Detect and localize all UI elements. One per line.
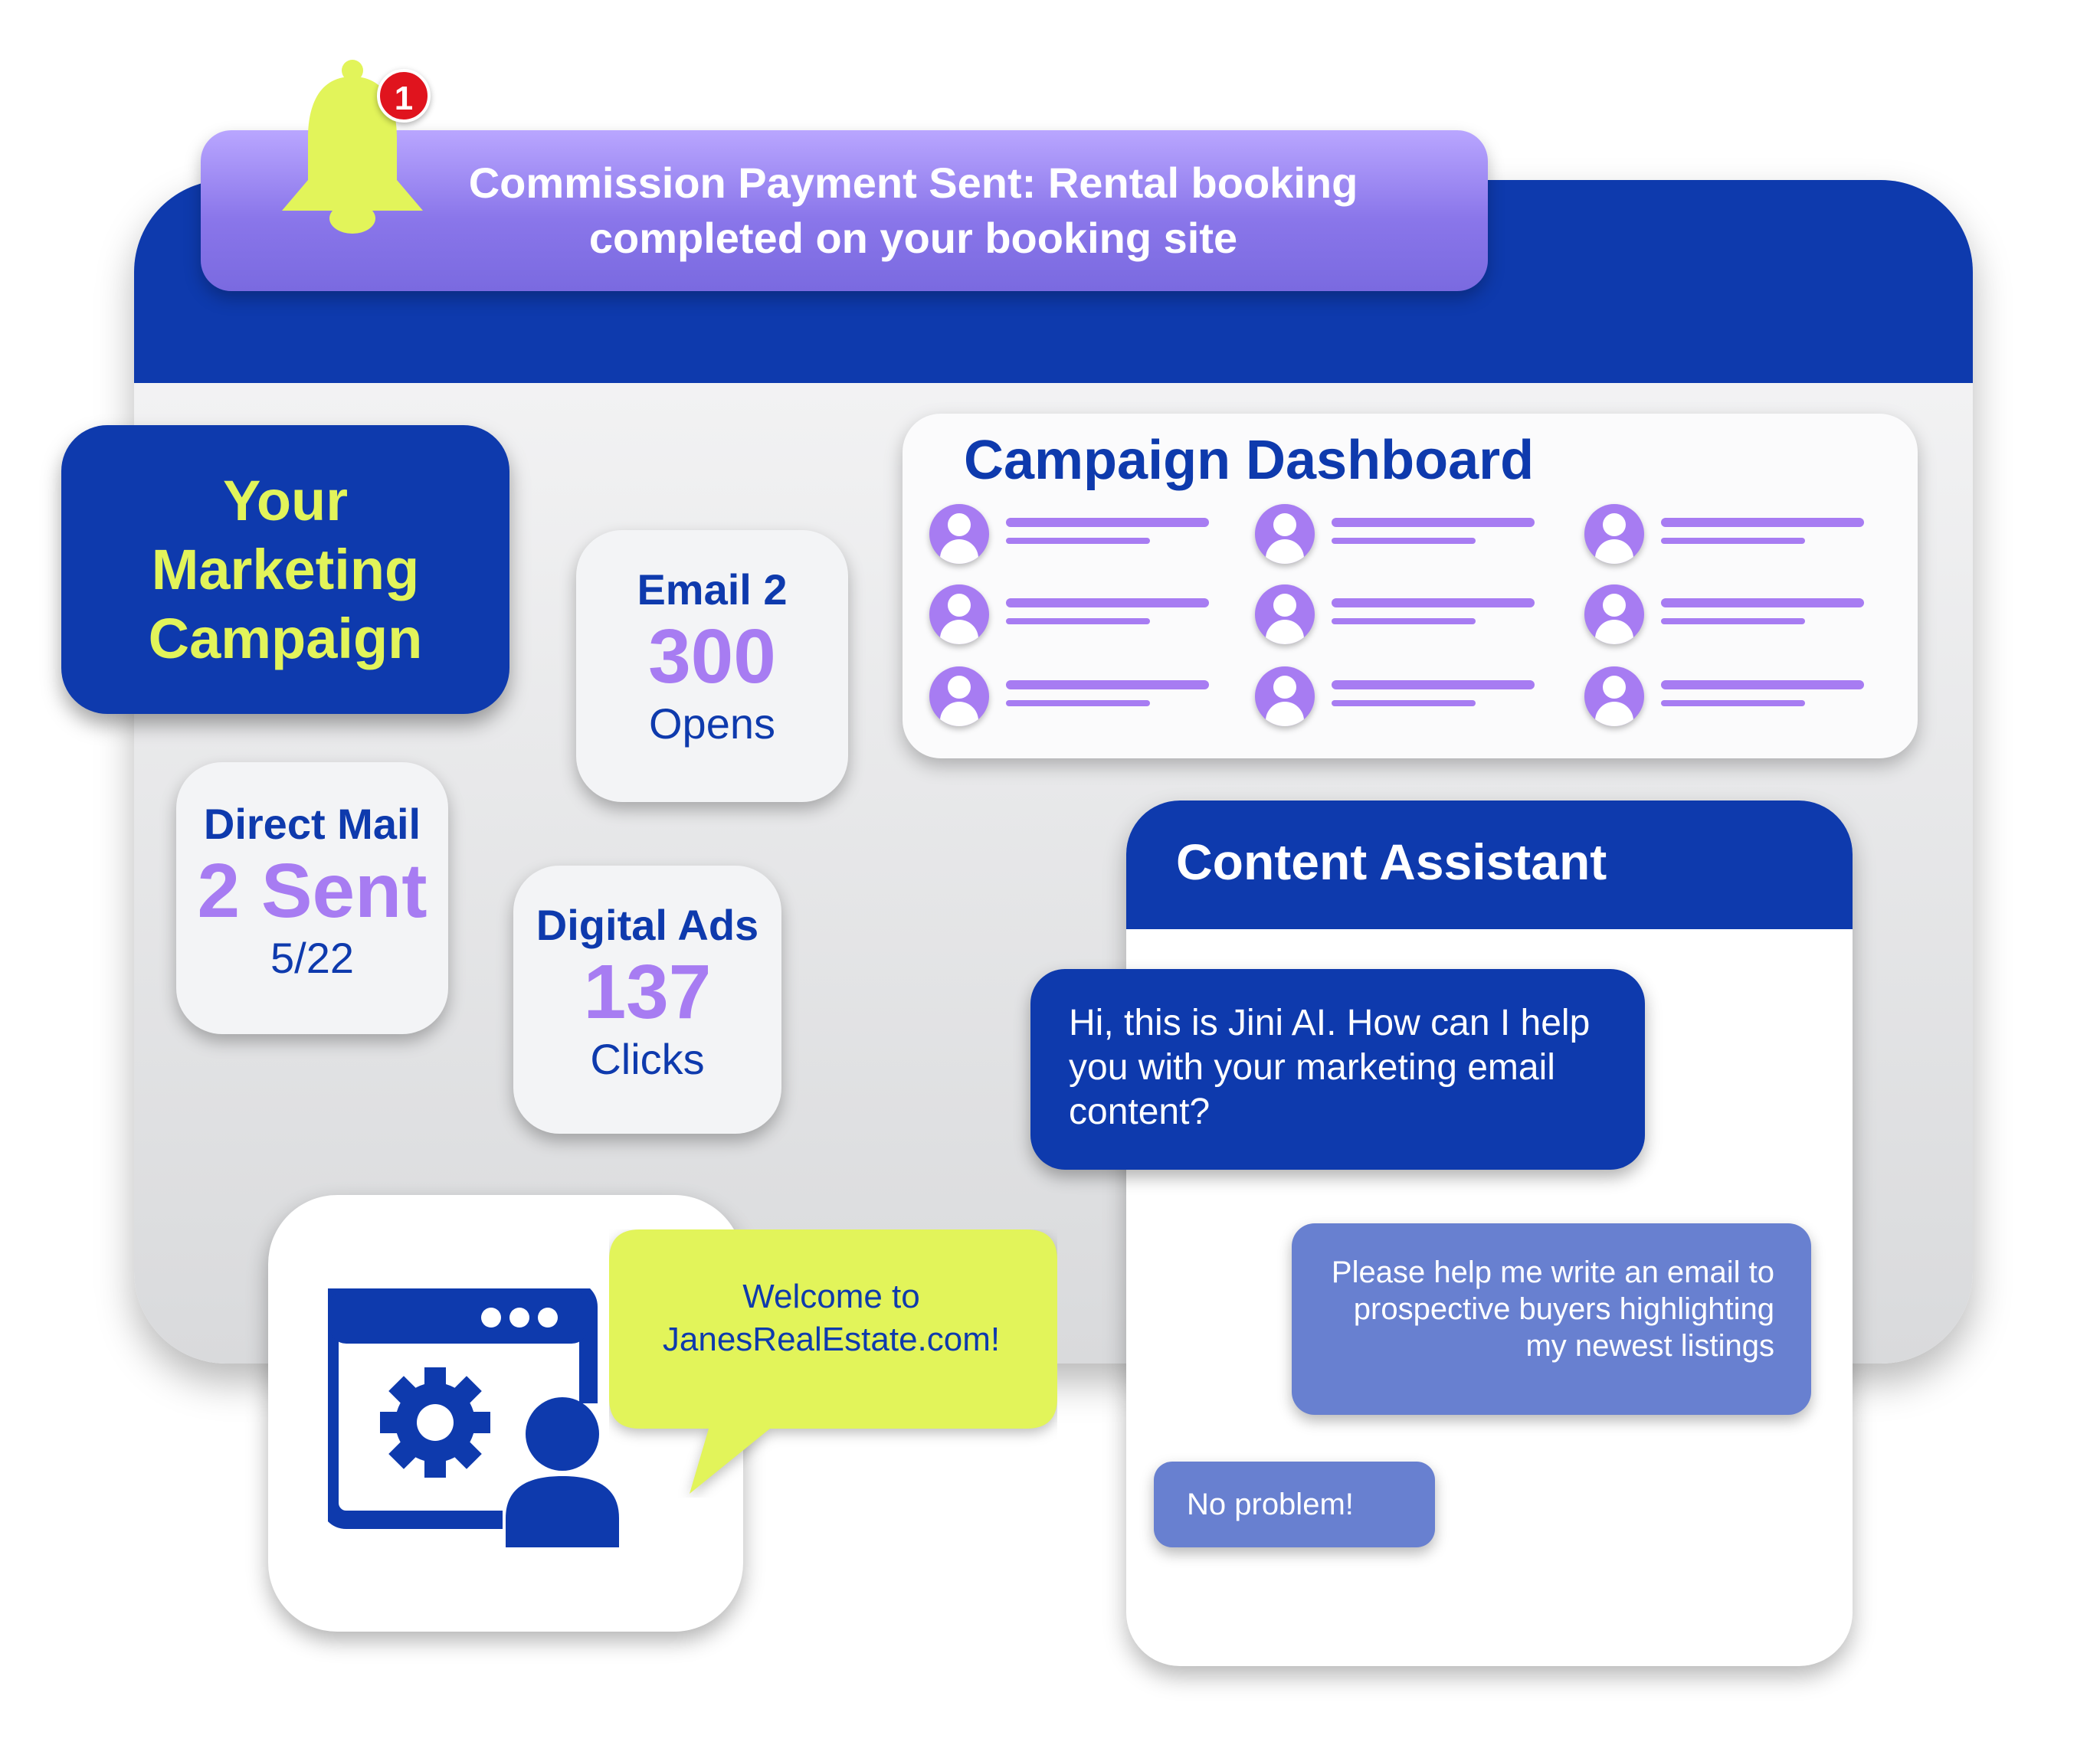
user-avatar-icon [1584,584,1644,644]
assistant-title: Content Assistant [1126,800,1853,929]
placeholder-line [1006,518,1209,527]
ads-stat-value: 137 [583,949,712,1035]
placeholder-line [1661,518,1864,527]
reply-message-bubble: No problem! [1154,1462,1435,1547]
campaign-dashboard-panel[interactable]: Campaign Dashboard [903,414,1918,758]
placeholder-line [1332,598,1535,607]
email-stat-sub: Opens [649,699,775,748]
dashboard-contact-row[interactable] [1584,666,1891,735]
ads-stat-label: Digital Ads [536,901,759,949]
direct-mail-stat-card[interactable]: Direct Mail 2 Sent 5/22 [176,762,448,1034]
user-avatar-icon [1255,666,1315,726]
placeholder-line [1006,680,1209,689]
dashboard-contact-row[interactable] [1255,584,1561,653]
dashboard-contact-row[interactable] [1584,504,1891,573]
ai-message-bubble: Hi, this is Jini AI. How can I help you … [1030,969,1645,1170]
dashboard-contact-row[interactable] [929,584,1236,653]
dashboard-title: Campaign Dashboard [964,430,1535,491]
user-avatar-icon [1255,584,1315,644]
placeholder-line [1006,538,1150,544]
notification-badge: 1 [377,69,431,123]
email-stat-value: 300 [648,614,776,699]
email-stat-card[interactable]: Email 2 300 Opens [576,530,848,802]
user-icon [503,1397,619,1549]
browser-settings-icon [328,1288,619,1549]
ads-stat-sub: Clicks [590,1035,705,1083]
user-message-line: prospective buyers highlighting [1353,1292,1774,1326]
user-avatar-icon [1584,666,1644,726]
email-stat-label: Email 2 [637,565,788,614]
placeholder-line [1661,598,1864,607]
notification-text: Commission Payment Sent: Rental booking … [469,156,1358,266]
mail-stat-sub: 5/22 [270,934,354,982]
campaign-title-line-2: Marketing [151,537,420,601]
user-avatar-icon [1255,504,1315,564]
notification-line-1: Commission Payment Sent: Rental booking [468,159,1358,207]
dashboard-contact-row[interactable] [1584,584,1891,653]
marketing-campaign-card[interactable]: Your Marketing Campaign [61,425,509,714]
user-avatar-icon [929,584,989,644]
dashboard-contact-row[interactable] [929,666,1236,735]
welcome-line-2: JanesRealEstate.com! [662,1321,1001,1358]
placeholder-line [1006,700,1150,706]
user-message-line: my newest listings [1525,1329,1774,1363]
campaign-title-line-1: Your [222,468,349,532]
placeholder-line [1332,618,1476,624]
dashboard-contact-row[interactable] [929,504,1236,573]
dashboard-contact-row[interactable] [1255,666,1561,735]
digital-ads-stat-card[interactable]: Digital Ads 137 Clicks [513,866,781,1134]
user-message-bubble: Please help me write an email to prospec… [1292,1223,1811,1415]
user-avatar-icon [1584,504,1644,564]
campaign-title-line-3: Campaign [148,606,423,670]
welcome-line-1: Welcome to [742,1278,920,1315]
welcome-message: Welcome to JanesRealEstate.com! [624,1275,1038,1361]
notification-line-2: completed on your booking site [588,214,1238,262]
placeholder-line [1661,618,1805,624]
placeholder-line [1332,538,1476,544]
user-avatar-icon [929,666,989,726]
dashboard-contact-row[interactable] [1255,504,1561,573]
welcome-speech-bubble [609,1229,1057,1494]
placeholder-line [1661,538,1805,544]
user-message-line: Please help me write an email to [1331,1256,1774,1289]
user-avatar-icon [929,504,989,564]
mail-stat-label: Direct Mail [203,800,421,848]
placeholder-line [1661,680,1864,689]
gear-icon [380,1367,490,1478]
placeholder-line [1006,598,1209,607]
placeholder-line [1332,680,1535,689]
placeholder-line [1661,700,1805,706]
placeholder-line [1006,618,1150,624]
placeholder-line [1332,518,1535,527]
placeholder-line [1332,700,1476,706]
mail-stat-value: 2 Sent [197,848,428,934]
